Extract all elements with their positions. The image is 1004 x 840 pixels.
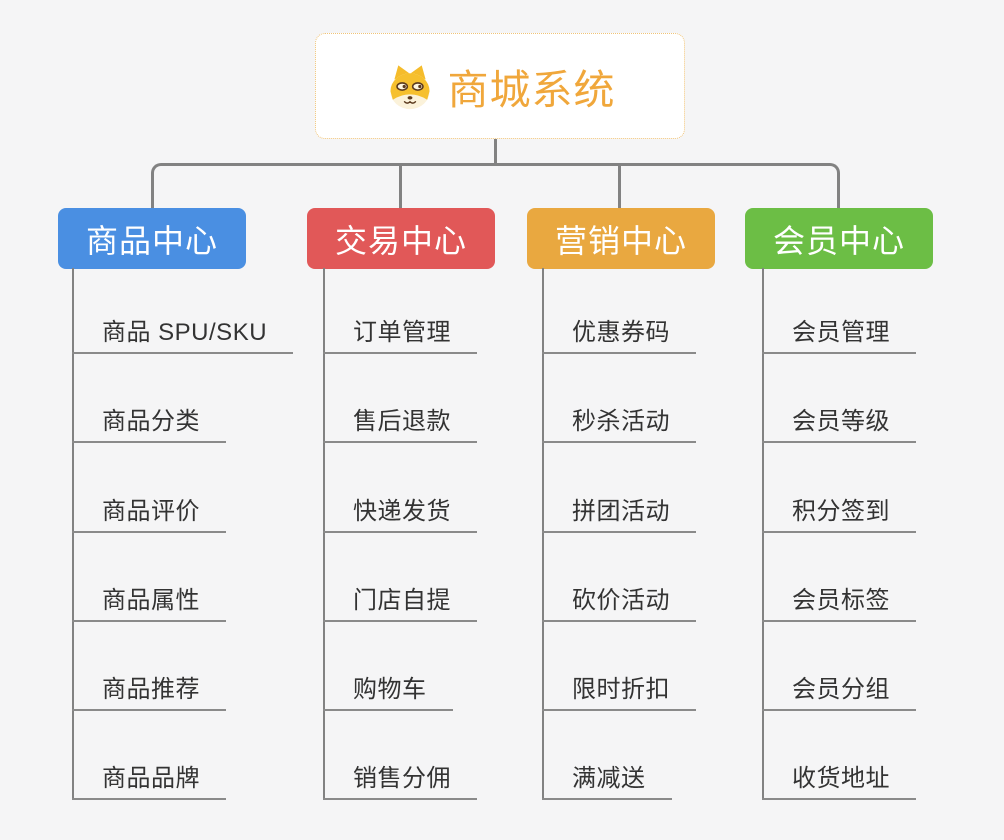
branch-node-trade-center[interactable]: 交易中心	[307, 208, 495, 269]
connector-branch-trunk	[72, 268, 74, 799]
connector-rail	[151, 163, 840, 209]
leaf-node[interactable]: 门店自提	[323, 588, 477, 622]
leaf-node[interactable]: 收货地址	[762, 766, 916, 800]
connector-branch-trunk	[542, 268, 544, 799]
leaf-node[interactable]: 拼团活动	[542, 499, 696, 533]
leaf-node[interactable]: 商品分类	[72, 409, 226, 443]
leaf-node[interactable]: 会员管理	[762, 320, 916, 354]
leaf-node[interactable]: 购物车	[323, 677, 453, 711]
leaf-node[interactable]: 销售分佣	[323, 766, 477, 800]
leaf-node[interactable]: 商品属性	[72, 588, 226, 622]
leaf-node[interactable]: 商品品牌	[72, 766, 226, 800]
leaf-node[interactable]: 商品推荐	[72, 677, 226, 711]
leaf-node[interactable]: 会员等级	[762, 409, 916, 443]
leaf-node[interactable]: 会员分组	[762, 677, 916, 711]
leaf-node[interactable]: 订单管理	[323, 320, 477, 354]
leaf-node[interactable]: 商品评价	[72, 499, 226, 533]
root-node[interactable]: 商城系统	[315, 33, 685, 139]
branch-node-marketing-center[interactable]: 营销中心	[527, 208, 715, 269]
connector-branch-trunk	[762, 268, 764, 799]
leaf-node[interactable]: 秒杀活动	[542, 409, 696, 443]
leaf-node[interactable]: 商品 SPU/SKU	[72, 320, 294, 354]
leaf-node[interactable]: 限时折扣	[542, 677, 696, 711]
shiba-dog-icon	[389, 64, 430, 109]
leaf-node[interactable]: 会员标签	[762, 588, 916, 622]
root-title: 商城系统	[447, 67, 616, 113]
leaf-node[interactable]: 积分签到	[762, 499, 916, 533]
leaf-node[interactable]: 优惠券码	[542, 320, 696, 354]
leaf-node[interactable]: 售后退款	[323, 409, 477, 443]
branch-node-member-center[interactable]: 会员中心	[745, 208, 933, 269]
leaf-node[interactable]: 砍价活动	[542, 588, 696, 622]
leaf-node[interactable]: 满减送	[542, 766, 672, 800]
branch-node-product-center[interactable]: 商品中心	[58, 208, 246, 269]
leaf-node[interactable]: 快递发货	[323, 499, 477, 533]
connector-stub	[399, 165, 402, 208]
connector-stub	[618, 165, 621, 208]
connector-root-trunk	[494, 139, 497, 166]
connector-branch-trunk	[323, 268, 325, 799]
